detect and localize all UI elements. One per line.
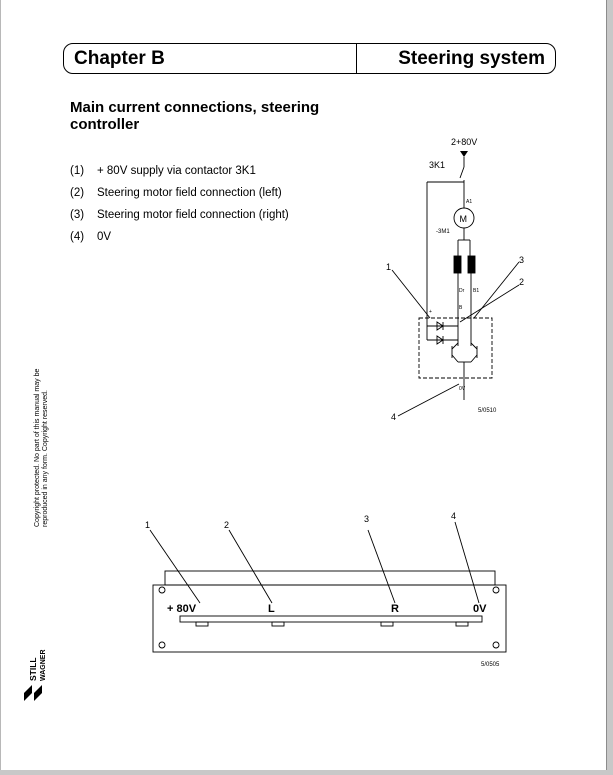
- svg-text:3K1: 3K1: [429, 160, 445, 170]
- svg-text:STILL: STILL: [28, 657, 38, 681]
- legend-list: (1) + 80V supply via contactor 3K1 (2) Ste…: [70, 164, 289, 252]
- legend-text: Steering motor field connection (left): [97, 187, 282, 199]
- svg-text:R: R: [391, 603, 399, 615]
- page-edge-bottom: [0, 770, 613, 775]
- legend-text: 0V: [97, 231, 112, 243]
- legend-item: (1) + 80V supply via contactor 3K1: [70, 164, 289, 186]
- svg-text:M: M: [460, 214, 468, 224]
- svg-text:4: 4: [391, 412, 396, 422]
- svg-text:5/0505: 5/0505: [481, 662, 500, 668]
- svg-text:B1: B1: [473, 288, 479, 294]
- svg-text:+: +: [429, 309, 432, 315]
- page-edge-right-line: [606, 0, 607, 775]
- svg-text:A1: A1: [466, 199, 472, 205]
- svg-text:3: 3: [519, 255, 524, 265]
- legend-number: (4): [70, 231, 85, 243]
- svg-text:0V: 0V: [459, 386, 466, 392]
- svg-text:2: 2: [519, 277, 524, 287]
- svg-text:+ 80V: + 80V: [167, 603, 197, 615]
- svg-text:2: 2: [224, 520, 229, 530]
- legend-number: (3): [70, 209, 85, 221]
- page-edge-right: [607, 0, 613, 775]
- svg-text:3: 3: [364, 514, 369, 524]
- legend-text: + 80V supply via contactor 3K1: [97, 165, 256, 177]
- svg-text:L: L: [268, 603, 275, 615]
- page-heading: Main current connections, steering contr…: [70, 99, 320, 133]
- page-edge-left: [0, 0, 1, 775]
- svg-text:WAGNER: WAGNER: [40, 650, 47, 682]
- legend-item: (2) Steering motor field connection (left…: [70, 186, 289, 208]
- legend-text: Steering motor field connection (right): [97, 209, 289, 221]
- legend-number: (1): [70, 165, 85, 177]
- header-divider: [356, 44, 358, 73]
- chapter-header: Chapter B Steering system: [63, 43, 556, 74]
- svg-text:1: 1: [145, 520, 150, 530]
- svg-text:2+80V: 2+80V: [451, 137, 477, 147]
- legend-item: (3) Steering motor field connection (righ…: [70, 208, 289, 230]
- svg-text:5/0510: 5/0510: [478, 408, 497, 414]
- still-wagner-logo: STILL WAGNER: [24, 650, 47, 701]
- svg-text:1: 1: [386, 262, 391, 272]
- svg-text:B: B: [459, 305, 463, 311]
- section-title: Steering system: [398, 48, 545, 69]
- svg-text:-3M1: -3M1: [436, 229, 450, 235]
- svg-text:Dr: Dr: [459, 288, 465, 294]
- legend-number: (2): [70, 187, 85, 199]
- legend-item: (4) 0V: [70, 230, 289, 252]
- chapter-title: Chapter B: [74, 48, 165, 69]
- svg-text:0V: 0V: [473, 603, 487, 615]
- svg-text:4: 4: [451, 511, 456, 521]
